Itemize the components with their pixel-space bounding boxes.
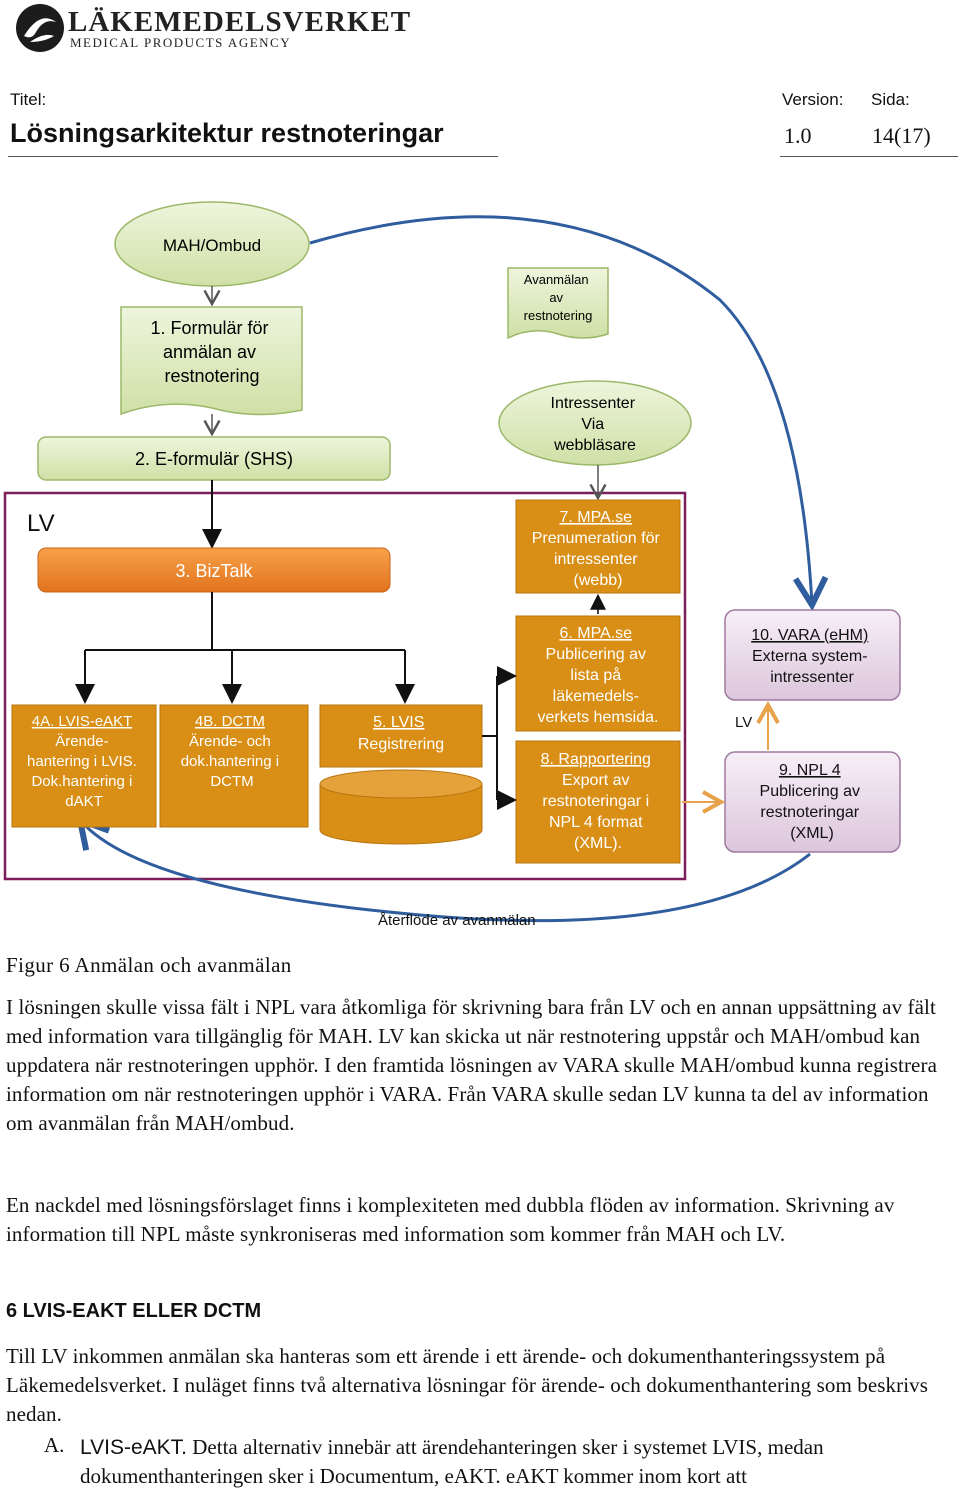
eform-node bbox=[37, 436, 391, 481]
avanmalan-label: Avanmälan av restnotering bbox=[524, 272, 593, 323]
return-flow-label: Återflöde av avanmälan bbox=[378, 912, 536, 929]
lv-label: LV bbox=[27, 510, 55, 537]
paragraph-3: Till LV inkommen anmälan ska hanteras so… bbox=[6, 1344, 929, 1426]
flow-arrow bbox=[309, 215, 812, 605]
lv-boundary bbox=[3, 491, 687, 881]
mpa-subscription-node bbox=[515, 499, 681, 594]
npl4-node bbox=[724, 751, 901, 853]
eform-label: 2. E-formulär (SHS) bbox=[135, 449, 293, 469]
dctm-label: 4B. DCTM Ärende- och dok.hantering i DCT… bbox=[181, 713, 284, 790]
architecture-diagram: LV MAH/Ombud 1. Formulär för anmälan av … bbox=[3, 201, 901, 929]
paragraph-1: I lösningen skulle vissa fält i NPL vara… bbox=[6, 995, 937, 1135]
mah-ombud-label: MAH/Ombud bbox=[163, 236, 261, 255]
figure-caption: Figur 6 Anmälan och avanmälan bbox=[6, 953, 292, 977]
dctm-node bbox=[159, 704, 309, 828]
header-rule bbox=[8, 156, 498, 157]
logo-subtitle: MEDICAL PRODUCTS AGENCY bbox=[70, 35, 292, 50]
header-rule bbox=[780, 156, 958, 157]
database-icon bbox=[319, 769, 483, 845]
vara-label: 10. VARA (eHM) Externa system- intressen… bbox=[751, 627, 873, 686]
npl4-label: 9. NPL 4 Publicering av restnoteringar (… bbox=[760, 762, 865, 842]
intressenter-node bbox=[498, 380, 692, 466]
page-label: Sida: bbox=[871, 90, 910, 109]
list-item-text: Detta alternativ innebär att ärendehante… bbox=[80, 1435, 824, 1488]
lv-small-label: LV bbox=[735, 714, 752, 731]
lvis-registration-node bbox=[319, 704, 483, 768]
vara-node bbox=[724, 609, 901, 701]
paragraph-2: En nackdel med lösningsförslaget finns i… bbox=[6, 1193, 895, 1246]
form1-node bbox=[120, 306, 303, 416]
report-export-label: 8. Rapportering Export av restnoteringar… bbox=[541, 751, 656, 852]
report-export-node bbox=[515, 740, 681, 864]
page-value: 14(17) bbox=[872, 123, 931, 148]
intressenter-label: Intressenter Via webbläsare bbox=[551, 395, 640, 454]
mpa-publication-label: 6. MPA.se Publicering av lista på läkeme… bbox=[538, 625, 659, 726]
avanmalan-node bbox=[507, 267, 609, 340]
lvis-eakt-label: 4A. LVIS-eAKT Ärende- hantering i LVIS. … bbox=[27, 713, 141, 810]
biztalk-node bbox=[37, 547, 391, 593]
list-marker: A. bbox=[44, 1433, 65, 1457]
form1-label: 1. Formulär för anmälan av restnotering bbox=[150, 318, 273, 386]
list-item: LVIS-eAKT. Detta alternativ innebär att … bbox=[80, 1433, 958, 1491]
mpa-publication-node bbox=[515, 615, 681, 732]
section-heading: 6 LVIS-EAKT ELLER DCTM bbox=[6, 1300, 262, 1322]
lvis-registration-label: 5. LVIS Registrering bbox=[358, 714, 444, 753]
document-title: Lösningsarkitektur restnoteringar bbox=[10, 118, 444, 148]
return-flow-arrow bbox=[80, 820, 811, 923]
biztalk-label: 3. BizTalk bbox=[175, 561, 253, 581]
mpa-subscription-label: 7. MPA.se Prenumeration för intressenter… bbox=[532, 509, 665, 589]
list-item-term: LVIS-eAKT. bbox=[80, 1436, 187, 1459]
title-label: Titel: bbox=[10, 90, 47, 109]
logo-name: LÄKEMEDELSVERKET bbox=[68, 6, 412, 38]
version-value: 1.0 bbox=[784, 123, 812, 148]
lvis-eakt-node bbox=[11, 704, 157, 828]
logo-emblem bbox=[16, 4, 64, 52]
version-label: Version: bbox=[782, 90, 844, 109]
